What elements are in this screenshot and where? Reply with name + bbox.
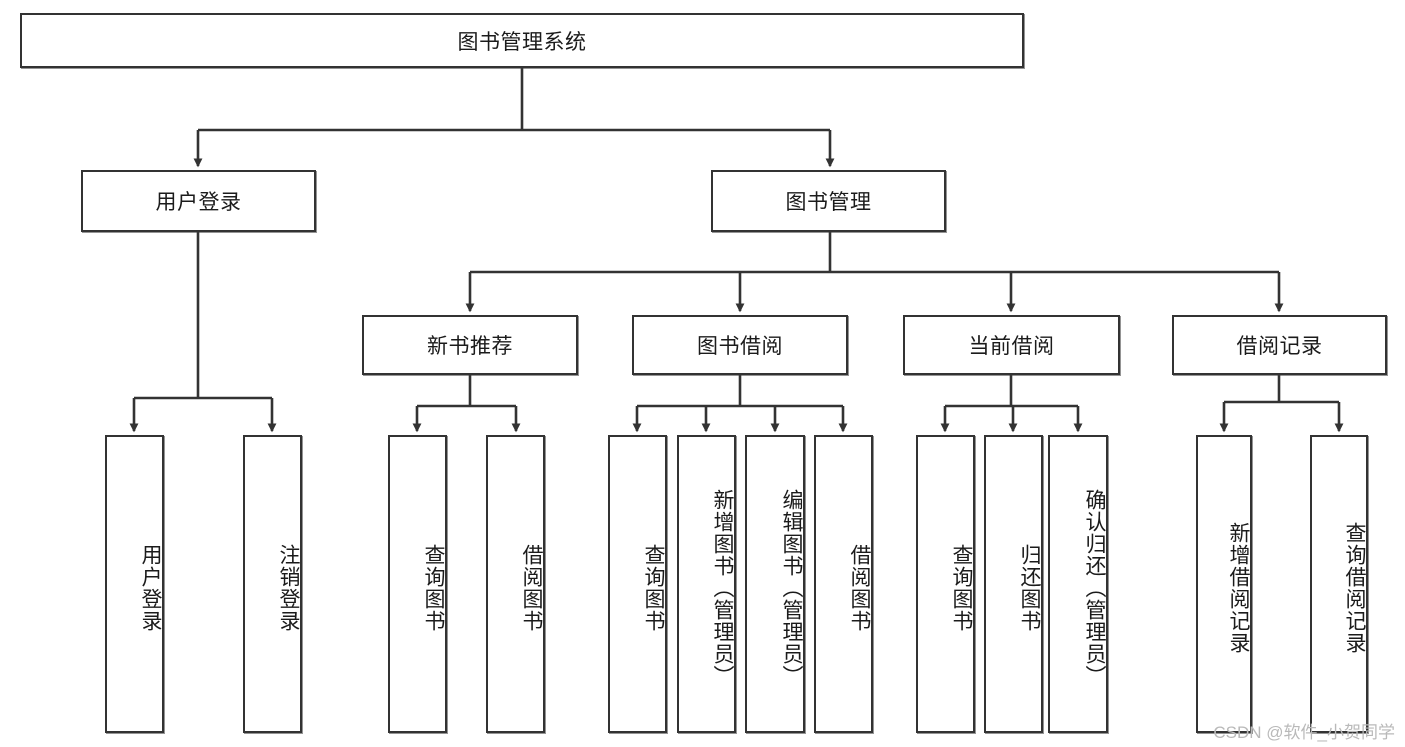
node-label: 用户登录 xyxy=(139,544,162,632)
node-label: 当前借阅 xyxy=(968,335,1055,358)
node-label: 确认归还（管理员） xyxy=(1083,489,1106,687)
leaf-borrow-edit-book-admin[interactable]: 编辑图书（管理员） xyxy=(745,435,805,733)
node-label: 图书管理 xyxy=(785,191,872,214)
node-book-borrow[interactable]: 图书借阅 xyxy=(632,315,848,375)
node-label: 借阅图书 xyxy=(520,544,543,632)
node-label: 查询图书 xyxy=(422,544,445,632)
node-borrow-record[interactable]: 借阅记录 xyxy=(1172,315,1387,375)
node-label: 图书借阅 xyxy=(697,335,783,358)
node-user-login[interactable]: 用户登录 xyxy=(81,170,316,232)
node-label: 借阅记录 xyxy=(1236,335,1323,358)
node-label: 新增借阅记录 xyxy=(1227,522,1250,654)
csdn-watermark: CSDN @软件_小贺同学 xyxy=(1213,723,1395,742)
leaf-borrow-lend-book[interactable]: 借阅图书 xyxy=(814,435,873,733)
node-label: 归还图书 xyxy=(1018,544,1041,632)
node-label: 用户登录 xyxy=(155,191,242,214)
leaf-current-query-book[interactable]: 查询图书 xyxy=(916,435,975,733)
node-label: 图书管理系统 xyxy=(457,30,587,54)
leaf-current-confirm-return-admin[interactable]: 确认归还（管理员） xyxy=(1048,435,1108,733)
leaf-user-logout[interactable]: 注销登录 xyxy=(243,435,302,733)
leaf-borrow-query-book[interactable]: 查询图书 xyxy=(608,435,667,733)
leaf-current-return-book[interactable]: 归还图书 xyxy=(984,435,1043,733)
node-book-management[interactable]: 图书管理 xyxy=(711,170,946,232)
leaf-newbook-borrow-book[interactable]: 借阅图书 xyxy=(486,435,545,733)
node-label: 查询图书 xyxy=(950,544,973,632)
node-label: 编辑图书（管理员） xyxy=(780,489,803,687)
node-label: 查询图书 xyxy=(642,544,665,632)
node-root-system[interactable]: 图书管理系统 xyxy=(20,13,1024,68)
leaf-user-login[interactable]: 用户登录 xyxy=(105,435,164,733)
node-current-borrow[interactable]: 当前借阅 xyxy=(903,315,1120,375)
node-label: 查询借阅记录 xyxy=(1343,522,1366,654)
leaf-record-add-record[interactable]: 新增借阅记录 xyxy=(1196,435,1252,733)
leaf-record-query-record[interactable]: 查询借阅记录 xyxy=(1310,435,1368,733)
node-label: 新增图书（管理员） xyxy=(711,489,734,687)
leaf-newbook-query-book[interactable]: 查询图书 xyxy=(388,435,447,733)
leaf-borrow-add-book-admin[interactable]: 新增图书（管理员） xyxy=(677,435,736,733)
node-label: 借阅图书 xyxy=(848,544,871,632)
node-new-book-recommend[interactable]: 新书推荐 xyxy=(362,315,578,375)
node-label: 注销登录 xyxy=(277,544,300,632)
node-label: 新书推荐 xyxy=(427,335,513,358)
